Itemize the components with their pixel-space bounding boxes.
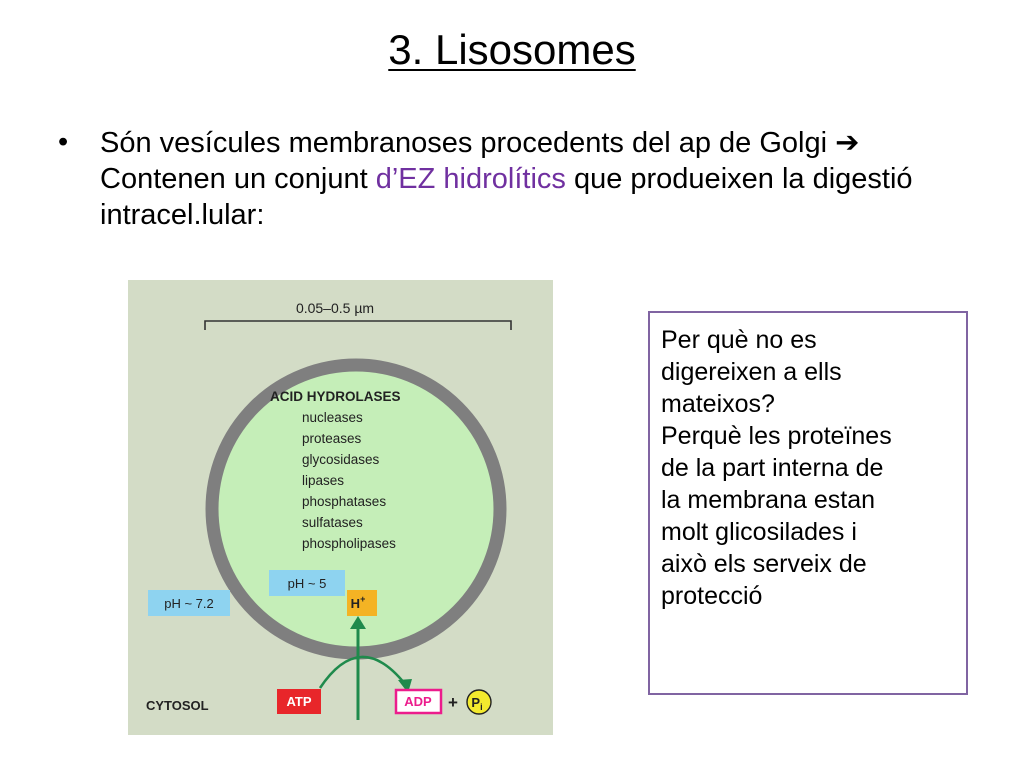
hydrolase-item: nucleases <box>302 410 363 425</box>
pump-arrow-head <box>350 616 366 629</box>
note-line: la membrana estan <box>661 486 876 514</box>
pi-base: P <box>471 695 480 710</box>
atp-adp-arrow <box>318 655 407 689</box>
hydrolase-item: sulfatases <box>302 515 363 530</box>
bullet-text: Són vesícules membranoses procedents del… <box>100 124 958 233</box>
adp-label: ADP <box>404 694 432 709</box>
proton-label: H+ <box>351 594 366 611</box>
arrow-right-icon: ➔ <box>835 125 860 159</box>
adp-box <box>394 688 443 715</box>
hydrolases-heading: ACID HYDROLASES <box>270 389 401 404</box>
note-line: Per què no es <box>661 326 817 354</box>
ph-inside-label: pH ~ 5 <box>288 576 327 591</box>
ph-inside-box <box>269 570 345 596</box>
proton-base: H <box>351 596 360 611</box>
bullet-text-part2: Contenen un conjunt <box>100 163 376 195</box>
bullet-highlight: d’EZ hidrolítics <box>375 163 566 195</box>
pi-label: Pi <box>471 695 482 712</box>
hydrolase-item: glycosidases <box>302 452 380 467</box>
hydrolase-item: phospholipases <box>302 536 396 551</box>
note-line: digereixen a ells <box>661 358 842 386</box>
lysosome-figure: 0.05–0.5 µm ACID HYDROLASES nucleases pr… <box>128 280 553 735</box>
hydrolase-item: proteases <box>302 431 362 446</box>
scale-label: 0.05–0.5 µm <box>296 300 374 316</box>
proton-charge: + <box>360 594 365 604</box>
hydrolase-item: lipases <box>302 473 344 488</box>
ph-outside-label: pH ~ 7.2 <box>164 596 214 611</box>
bullet-marker: • <box>58 126 69 158</box>
slide-title: 3. Lisosomes <box>388 26 636 73</box>
atp-label: ATP <box>286 694 311 709</box>
proton-box <box>347 590 377 616</box>
bullet-text-part3: que produeixen la digestió intracel.lula… <box>100 163 913 231</box>
note-line: protecció <box>661 582 763 610</box>
ph-outside-box <box>148 590 230 616</box>
plus-sign: + <box>448 693 458 712</box>
note-line: Perquè les proteïnes <box>661 422 892 450</box>
note-line: de la part interna de <box>661 454 884 482</box>
note-line: molt glicosilades i <box>661 518 857 546</box>
bullet-text-part1: Són vesícules membranoses procedents del… <box>100 127 836 159</box>
note-box: Per què no es digereixen a ells mateixos… <box>648 311 968 695</box>
bullet-item: • Són vesícules membranoses procedents d… <box>58 124 958 233</box>
note-line: mateixos? <box>661 390 775 418</box>
cytosol-label: CYTOSOL <box>146 698 209 713</box>
scale-bracket <box>204 320 512 330</box>
note-line: això els serveix de <box>661 550 867 578</box>
pi-circle <box>466 689 492 715</box>
atp-box <box>277 689 321 714</box>
pi-subscript: i <box>480 702 483 712</box>
hydrolase-item: phosphatases <box>302 494 386 509</box>
